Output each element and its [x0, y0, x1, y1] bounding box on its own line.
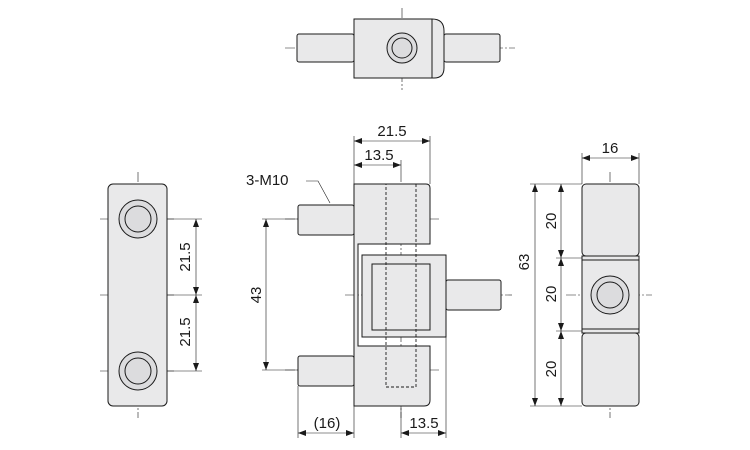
front-view-width-inner-label: 13.5 [364, 147, 393, 164]
right-view-bottom-segment [581, 332, 640, 407]
right-view: 16 63 20 20 20 [516, 140, 652, 418]
front-view-width-outer-label: 21.5 [377, 123, 406, 140]
top-view-bolt-hole [386, 32, 418, 64]
right-view-top-segment [581, 183, 640, 257]
front-view-lower-pin [297, 355, 355, 387]
front-view-pin-length-label: (16) [314, 415, 341, 432]
front-view: 21.5 13.5 3-M10 43 (16) 13.5 [246, 123, 512, 438]
front-view-upper-pin [297, 204, 355, 236]
left-view: 21.5 21.5 [100, 172, 202, 418]
top-view [285, 8, 515, 90]
front-view-thread-label: 3-M10 [246, 172, 289, 189]
right-view-seg-top-label: 20 [543, 213, 560, 230]
front-view-offset-bottom-label: 13.5 [409, 415, 438, 432]
top-view-right-pin [443, 33, 501, 63]
front-view-leaf [361, 254, 447, 338]
right-view-seg-bottom-label: 20 [543, 361, 560, 378]
front-view-right-pin [445, 279, 502, 311]
front-view-hidden-bore [385, 183, 417, 388]
top-view-left-pin [296, 33, 355, 63]
right-view-width-label: 16 [602, 140, 619, 157]
right-view-total-label: 63 [516, 254, 533, 271]
front-view-height-label: 43 [248, 287, 265, 304]
left-view-spacing-bottom-label: 21.5 [177, 317, 194, 346]
right-view-seg-mid-label: 20 [543, 286, 560, 303]
left-view-spacing-top-label: 21.5 [177, 242, 194, 271]
